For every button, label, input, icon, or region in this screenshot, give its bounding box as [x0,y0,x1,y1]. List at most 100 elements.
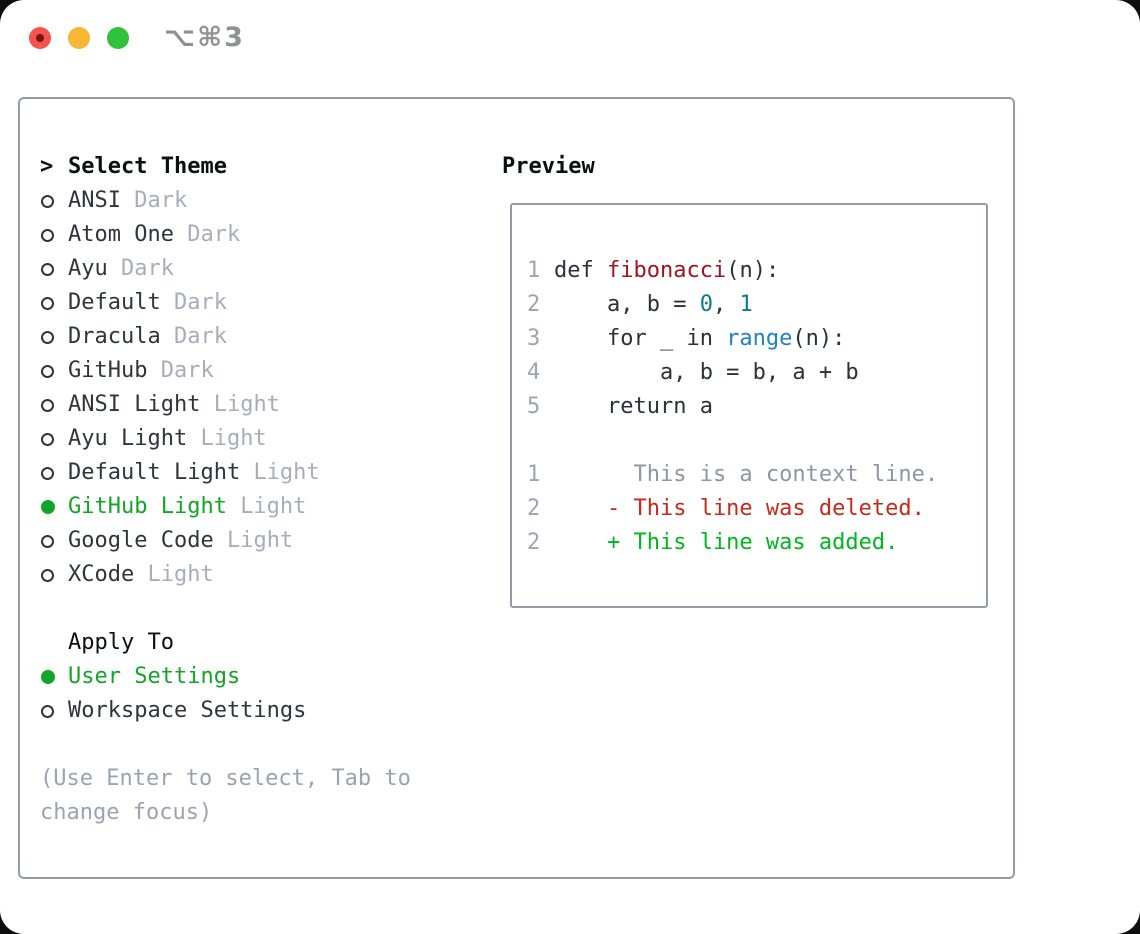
code-segment: return a [554,394,713,419]
code-line: 2 + This line was added. [527,526,986,560]
line-number: 2 [527,530,541,555]
theme-name: Default [68,290,174,315]
radio-icon [41,432,54,446]
theme-option[interactable]: Ayu Light Light [40,422,502,456]
code-segment: This is a context line. [554,462,939,487]
line-content: + This line was added. [554,526,898,560]
theme-option[interactable]: XCode Light [40,558,502,592]
line-content: - This line was deleted. [554,492,925,526]
radio-gutter [40,364,68,378]
code-segment: + This line was added. [554,530,899,555]
theme-variant: Light [240,494,307,519]
theme-option[interactable]: ANSI Dark [40,184,502,218]
theme-variant: Light [253,460,320,485]
code-segment: a, b = b, a + b [554,360,859,385]
line-content: def fibonacci(n): [554,254,779,288]
radio-gutter [40,432,68,446]
minimize-button[interactable] [68,26,90,49]
select-theme-header: > Select Theme [40,150,502,184]
close-button[interactable] [29,26,51,49]
line-content: a, b = b, a + b [554,356,859,390]
theme-option[interactable]: GitHub Dark [40,354,502,388]
line-content: This is a context line. [554,458,938,492]
theme-variant: Light [147,562,214,587]
theme-name: ANSI Light [68,392,214,417]
title-bar: ⌥⌘3 [0,0,1140,97]
theme-name: Google Code [68,528,227,553]
line-content: return a [554,390,713,424]
theme-variant: Dark [187,222,241,247]
theme-option[interactable]: Ayu Dark [40,252,502,286]
theme-option[interactable]: Default Dark [40,286,502,320]
radio-gutter [40,228,68,242]
radio-icon [41,398,54,412]
theme-option[interactable]: ANSI Light Light [40,388,502,422]
prompt-gutter: > [40,150,68,184]
apply-to-option[interactable]: User Settings [40,660,502,694]
code-segment: a, b = [554,292,700,317]
radio-gutter [40,330,68,344]
radio-gutter [40,670,68,684]
radio-icon [41,704,54,718]
theme-option[interactable]: Atom One Dark [40,218,502,252]
keyboard-hint: (Use Enter to select, Tab to change focu… [40,766,411,825]
code-line [527,424,986,458]
theme-name: Ayu Light [68,426,201,451]
code-segment: def [554,258,607,283]
radio-icon [41,296,54,310]
radio-gutter [40,466,68,480]
radio-gutter [40,568,68,582]
apply-to-option[interactable]: Workspace Settings [40,694,502,728]
code-segment: - This line was deleted. [554,496,925,521]
radio-gutter [40,194,68,208]
theme-variant: Light [226,528,294,553]
code-line: 1 This is a context line. [527,458,986,492]
spacer [40,728,502,762]
line-content: a, b = 0, 1 [554,288,753,322]
theme-option[interactable]: Default Light Light [40,456,502,490]
radio-selected-icon [41,500,55,514]
select-theme-title: Select Theme [68,154,227,179]
code-segment: , [712,292,740,317]
code-segment: fibonacci [606,258,727,283]
preview-title: Preview [502,154,595,179]
theme-name: GitHub Light [68,494,241,519]
radio-icon [41,364,54,378]
line-number: 1 [527,258,541,283]
line-number: 2 [527,496,541,521]
theme-variant: Light [200,426,267,451]
theme-variant: Light [213,392,280,417]
apply-to-header: Apply To [40,626,502,660]
traffic-lights [29,26,129,49]
theme-option[interactable]: Google Code Light [40,524,502,558]
radio-icon [41,534,54,548]
radio-icon [41,466,54,480]
code-segment: 1 [739,292,753,317]
radio-gutter [40,262,68,276]
theme-variant: Dark [173,324,227,349]
window-title: ⌥⌘3 [164,22,245,53]
radio-gutter [40,534,68,548]
apply-to-label: User Settings [68,664,241,689]
radio-gutter [40,500,68,514]
line-number [527,424,554,458]
theme-variant: Dark [160,358,214,383]
radio-gutter [40,398,68,412]
code-line: 3 for _ in range(n): [527,322,986,356]
theme-option[interactable]: Dracula Dark [40,320,502,354]
theme-name: Atom One [68,222,188,247]
theme-option[interactable]: GitHub Light Light [40,490,502,524]
radio-icon [41,262,54,276]
radio-icon [41,330,54,344]
radio-icon [41,194,54,208]
code-line: 5 return a [527,390,986,424]
code-line: 2 - This line was deleted. [527,492,986,526]
zoom-button[interactable] [107,26,129,49]
